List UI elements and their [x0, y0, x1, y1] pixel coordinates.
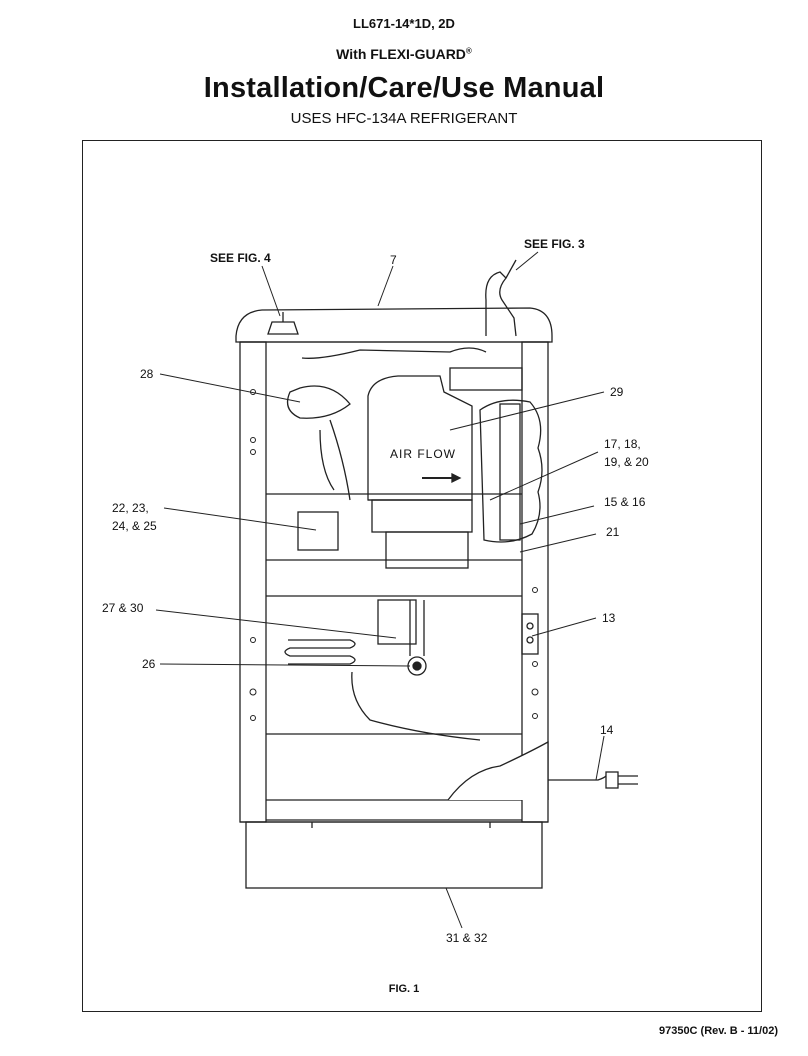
heater-coil — [284, 639, 356, 665]
document-number: 97350C (Rev. B - 11/02) — [658, 1025, 778, 1037]
page-title: Installation/Care/Use Manual — [203, 72, 605, 104]
cooling-tank — [377, 599, 417, 645]
compressor-base — [385, 531, 469, 569]
refrigerant-tubes — [286, 385, 351, 419]
model-number: LL671-14*1D, 2D — [353, 16, 455, 31]
callout-22-line2: 24, & 25 — [112, 519, 157, 533]
callout-27: 27 & 30 — [102, 601, 144, 615]
control-box — [297, 511, 339, 551]
callout-26: 26 — [142, 657, 156, 671]
refrigerant-note: USES HFC-134A REFRIGERANT — [290, 110, 518, 127]
left-side-panel — [239, 341, 267, 823]
power-plug — [605, 771, 619, 789]
callout-17-line1: 17, 18, — [604, 437, 641, 451]
power-cord — [548, 775, 607, 781]
push-button — [267, 321, 299, 335]
callout-17-line2: 19, & 20 — [604, 455, 649, 469]
outlet-bracket — [521, 613, 539, 655]
callout-7: 7 — [390, 253, 397, 267]
callout-29: 29 — [610, 385, 624, 399]
callout-see-fig-4: SEE FIG. 4 — [210, 251, 271, 265]
callout-22-line1: 22, 23, — [112, 501, 149, 515]
callout-21: 21 — [606, 525, 620, 539]
registered-mark: ® — [465, 46, 472, 56]
bubbler-valve — [485, 271, 517, 337]
airflow-label: AIR FLOW — [390, 447, 456, 461]
top-cap — [235, 307, 553, 343]
mounting-base — [245, 821, 543, 889]
subtitle: With FLEXI-GUARD® — [0, 46, 808, 62]
subtitle-text: With FLEXI-GUARD — [336, 46, 466, 62]
fan-housing — [479, 399, 543, 543]
callout-14: 14 — [600, 723, 614, 737]
cutaway-tear — [447, 740, 549, 801]
callout-see-fig-3: SEE FIG. 3 — [524, 237, 585, 251]
callout-28: 28 — [140, 367, 154, 381]
callout-13: 13 — [602, 611, 616, 625]
figure-caption: FIG. 1 — [388, 983, 420, 995]
callout-15: 15 & 16 — [604, 495, 646, 509]
figure-frame — [82, 140, 762, 1012]
callout-31: 31 & 32 — [446, 931, 488, 945]
condenser-fan — [367, 375, 473, 501]
